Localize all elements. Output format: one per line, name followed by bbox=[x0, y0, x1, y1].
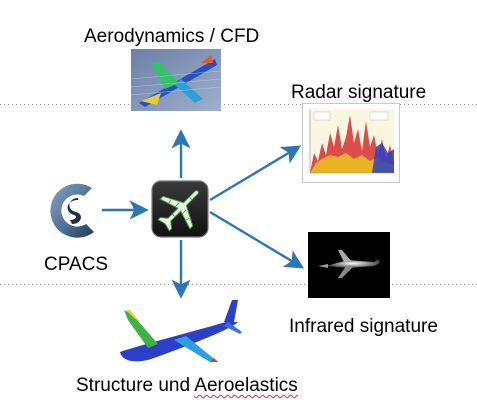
radar-signature-label: Radar signature bbox=[291, 82, 427, 103]
cpacs-logo bbox=[50, 183, 94, 238]
airplane-icon bbox=[151, 180, 209, 238]
cfd-airplane-image bbox=[131, 49, 221, 111]
structure-aeroelastics-label: Structure und Aeroelastics bbox=[76, 375, 298, 397]
radar-plot-image bbox=[302, 103, 400, 183]
aerodynamics-cfd-label: Aerodynamics / CFD bbox=[84, 26, 260, 47]
structure-label-aeroelastics: Aeroelastics bbox=[194, 375, 298, 396]
fem-wing-image bbox=[120, 300, 242, 362]
infrared-airplane-image bbox=[308, 232, 390, 298]
arrow-hub-to-radar bbox=[209, 145, 302, 202]
infrared-signature-label: Infrared signature bbox=[289, 316, 438, 337]
cpacs-label: CPACS bbox=[44, 254, 109, 275]
arrow-hub-to-infrared bbox=[209, 210, 305, 269]
structure-label-prefix: Structure und bbox=[76, 375, 195, 396]
